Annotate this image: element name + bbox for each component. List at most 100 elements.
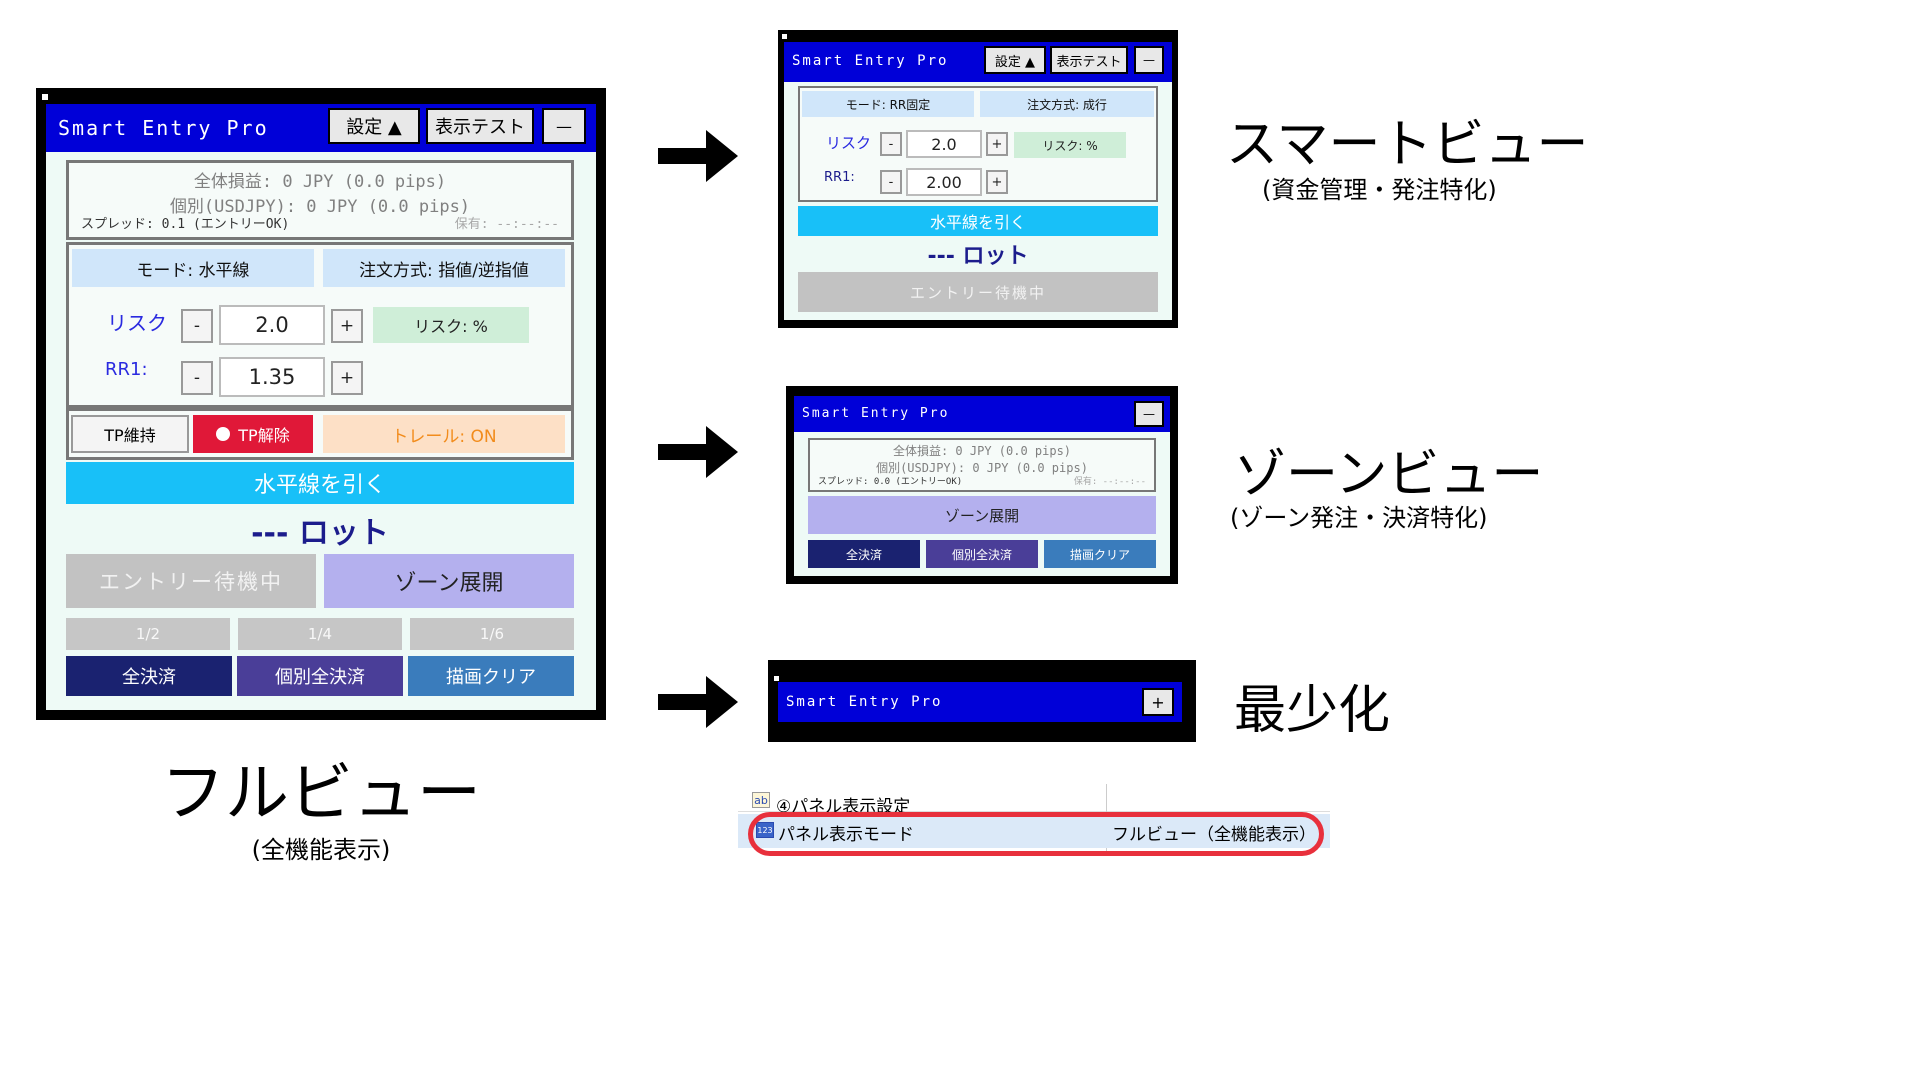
rr-label: RR1:	[824, 170, 855, 185]
radio-dot-icon	[216, 427, 231, 441]
rr-minus-button[interactable]: -	[181, 361, 213, 395]
settings-box: モード: 水平線 注文方式: 指値/逆指値 リスク - 2.0 + リスク: %…	[66, 242, 574, 408]
zone-expand-button[interactable]: ゾーン展開	[808, 496, 1156, 534]
tp-release-label: TP解除	[238, 426, 290, 445]
total-pnl-text: 全体損益: 0 JPY (0.0 pips)	[892, 444, 1072, 458]
risk-unit-toggle[interactable]: リスク: %	[373, 307, 529, 343]
arrow-right-icon	[658, 130, 738, 182]
minimized-panel: Smart Entry Pro +	[768, 660, 1196, 742]
risk-input[interactable]: 2.0	[906, 130, 982, 158]
spread-text: スプレッド: 0.1 (エントリーOK)	[81, 217, 290, 232]
minimized-title-bar[interactable]: Smart Entry Pro +	[778, 682, 1182, 722]
zone-view-panel: Smart Entry Pro — 全体損益: 0 JPY (0.0 pips)…	[786, 386, 1178, 584]
minimize-button[interactable]: —	[542, 108, 586, 144]
smart-panel-body: モード: RR固定 注文方式: 成行 リスク - 2.0 + リスク: % RR…	[784, 82, 1172, 320]
pnl-info-box: 全体損益: 0 JPY (0.0 pips) 個別(USDJPY): 0 JPY…	[66, 160, 574, 240]
minimize-button[interactable]: —	[1134, 46, 1164, 74]
risk-unit-toggle[interactable]: リスク: %	[1014, 132, 1126, 158]
zone-panel-body: 全体損益: 0 JPY (0.0 pips) 個別(USDJPY): 0 JPY…	[794, 432, 1170, 576]
risk-input[interactable]: 2.0	[219, 305, 325, 345]
holding-time-text: 保有: --:--:--	[454, 217, 559, 232]
risk-minus-button[interactable]: -	[880, 132, 902, 156]
risk-plus-button[interactable]: +	[986, 132, 1008, 156]
highlight-outline	[748, 812, 1324, 856]
zone-expand-button[interactable]: ゾーン展開	[324, 554, 574, 608]
panel-mode-label: パネル表示モード	[778, 825, 914, 845]
panel-corner-marker	[782, 34, 787, 39]
zone-view-subcaption: (ゾーン発注・決済特化)	[1230, 504, 1488, 532]
close-pair-button[interactable]: 個別全決済	[237, 656, 403, 696]
trail-toggle[interactable]: トレール: ON	[323, 415, 565, 453]
arrow-right-icon	[658, 426, 738, 478]
tp-release-button[interactable]: TP解除	[193, 415, 313, 453]
smart-panel-title: Smart Entry Pro	[792, 53, 949, 69]
panel-corner-marker	[42, 94, 48, 100]
rr-minus-button[interactable]: -	[880, 170, 902, 194]
full-title-bar[interactable]: Smart Entry Pro 設定 ▲ 表示テスト —	[46, 104, 596, 152]
rr-input[interactable]: 2.00	[906, 168, 982, 196]
lot-display: --- ロット	[927, 244, 1029, 269]
minimized-panel-title: Smart Entry Pro	[786, 694, 943, 710]
smart-view-caption: スマートビュー	[1226, 115, 1589, 175]
lot-display: --- ロット	[251, 516, 389, 551]
order-type-button[interactable]: 注文方式: 指値/逆指値	[323, 249, 565, 287]
mode-button[interactable]: モード: RR固定	[802, 91, 974, 117]
panel-corner-marker	[774, 676, 779, 681]
clear-drawing-button[interactable]: 描画クリア	[1044, 540, 1156, 568]
smart-view-subcaption: (資金管理・発注特化)	[1262, 176, 1497, 204]
close-sixth-button[interactable]: 1/6	[410, 618, 574, 650]
settings-button[interactable]: 設定 ▲	[328, 108, 420, 144]
minimized-caption: 最少化	[1234, 681, 1391, 741]
close-all-button[interactable]: 全決済	[66, 656, 232, 696]
entry-wait-button[interactable]: エントリー待機中	[66, 554, 316, 608]
settings-table: ab ④パネル表示設定 123 パネル表示モード フルビュー（全機能表示）	[738, 784, 1330, 856]
string-param-icon: ab	[752, 792, 770, 808]
pair-pnl-text: 個別(USDJPY): 0 JPY (0.0 pips)	[876, 461, 1088, 475]
zone-view-caption: ゾーンビュー	[1234, 445, 1544, 505]
draw-line-button[interactable]: 水平線を引く	[66, 462, 574, 504]
rr-input[interactable]: 1.35	[219, 357, 325, 397]
zone-panel-title: Smart Entry Pro	[802, 406, 950, 421]
order-type-button[interactable]: 注文方式: 成行	[980, 91, 1154, 117]
display-test-button[interactable]: 表示テスト	[1050, 46, 1128, 74]
close-pair-button[interactable]: 個別全決済	[926, 540, 1038, 568]
full-panel-body: 全体損益: 0 JPY (0.0 pips) 個別(USDJPY): 0 JPY…	[46, 152, 596, 710]
display-test-button[interactable]: 表示テスト	[426, 108, 534, 144]
full-view-panel: Smart Entry Pro 設定 ▲ 表示テスト — 全体損益: 0 JPY…	[36, 88, 606, 720]
pair-pnl-text: 個別(USDJPY): 0 JPY (0.0 pips)	[169, 197, 471, 217]
risk-label: リスク	[826, 134, 872, 152]
zone-title-bar[interactable]: Smart Entry Pro —	[794, 396, 1170, 432]
minimize-button[interactable]: —	[1134, 401, 1164, 427]
close-half-button[interactable]: 1/2	[66, 618, 230, 650]
rr-label: RR1:	[105, 359, 148, 380]
full-panel-title: Smart Entry Pro	[58, 116, 269, 140]
rr-plus-button[interactable]: +	[986, 170, 1008, 194]
smart-settings-box: モード: RR固定 注文方式: 成行 リスク - 2.0 + リスク: % RR…	[798, 86, 1158, 202]
entry-wait-button[interactable]: エントリー待機中	[798, 272, 1158, 312]
close-all-button[interactable]: 全決済	[808, 540, 920, 568]
smart-title-bar[interactable]: Smart Entry Pro 設定 ▲ 表示テスト —	[784, 42, 1172, 82]
rr-plus-button[interactable]: +	[331, 361, 363, 395]
pnl-info-box: 全体損益: 0 JPY (0.0 pips) 個別(USDJPY): 0 JPY…	[808, 438, 1156, 492]
full-view-caption: フルビュー	[161, 757, 481, 831]
panel-mode-value[interactable]: フルビュー（全機能表示）	[1112, 825, 1316, 845]
total-pnl-text: 全体損益: 0 JPY (0.0 pips)	[193, 172, 447, 192]
risk-minus-button[interactable]: -	[181, 309, 213, 343]
arrow-right-icon	[658, 676, 738, 728]
draw-line-button[interactable]: 水平線を引く	[798, 206, 1158, 236]
expand-button[interactable]: +	[1142, 688, 1174, 716]
full-view-subcaption: (全機能表示)	[251, 836, 391, 864]
tp-keep-button[interactable]: TP維持	[71, 415, 189, 453]
risk-plus-button[interactable]: +	[331, 309, 363, 343]
table-row[interactable]: 123 パネル表示モード フルビュー（全機能表示）	[738, 814, 1330, 848]
clear-drawing-button[interactable]: 描画クリア	[408, 656, 574, 696]
smart-view-panel: Smart Entry Pro 設定 ▲ 表示テスト — モード: RR固定 注…	[778, 30, 1178, 328]
close-quarter-button[interactable]: 1/4	[238, 618, 402, 650]
tp-row: TP維持 TP解除 トレール: ON	[66, 408, 574, 460]
table-row: ab ④パネル表示設定	[738, 784, 1330, 856]
mode-button[interactable]: モード: 水平線	[72, 249, 314, 287]
risk-label: リスク	[107, 311, 167, 335]
spread-text: スプレッド: 0.0 (エントリーOK)	[818, 477, 963, 487]
settings-button[interactable]: 設定 ▲	[984, 46, 1046, 74]
holding-time-text: 保有: --:--:--	[1073, 477, 1146, 487]
